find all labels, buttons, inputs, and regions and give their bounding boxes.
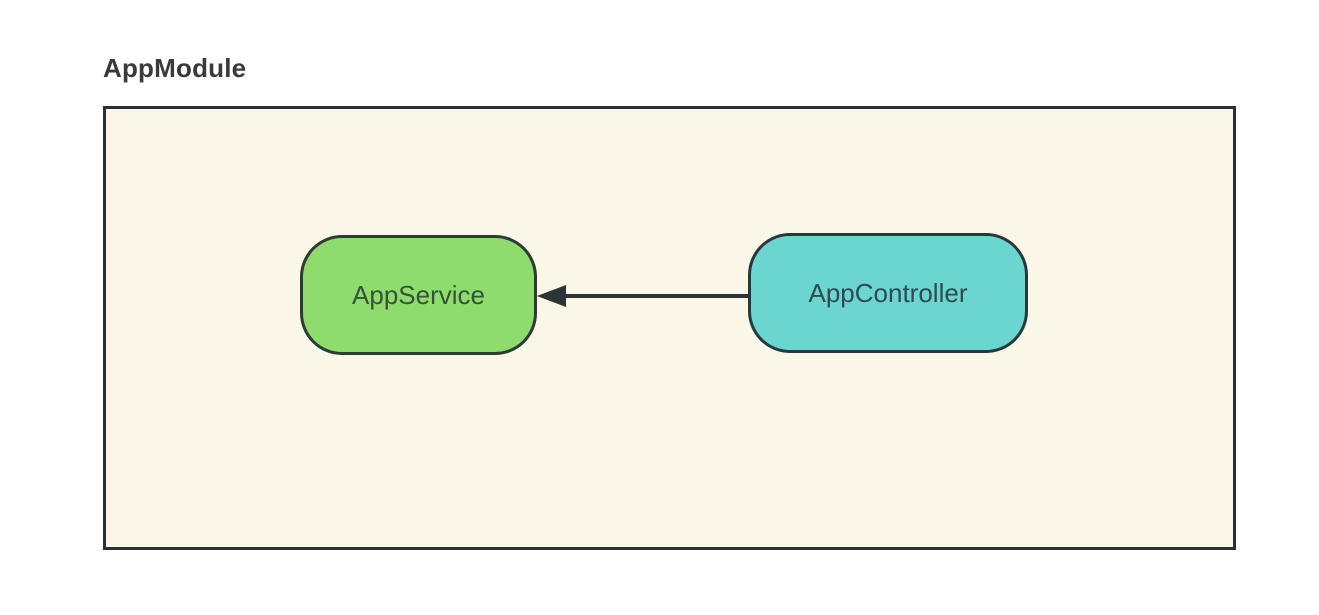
module-container: AppService AppController (103, 106, 1236, 550)
arrowhead-left-icon (537, 285, 566, 307)
node-appservice-label: AppService (352, 279, 485, 310)
node-appcontroller: AppController (748, 233, 1028, 353)
node-appcontroller-label: AppController (808, 277, 968, 308)
node-appservice: AppService (300, 235, 537, 355)
dependency-arrow (537, 285, 748, 307)
module-title: AppModule (103, 53, 247, 83)
